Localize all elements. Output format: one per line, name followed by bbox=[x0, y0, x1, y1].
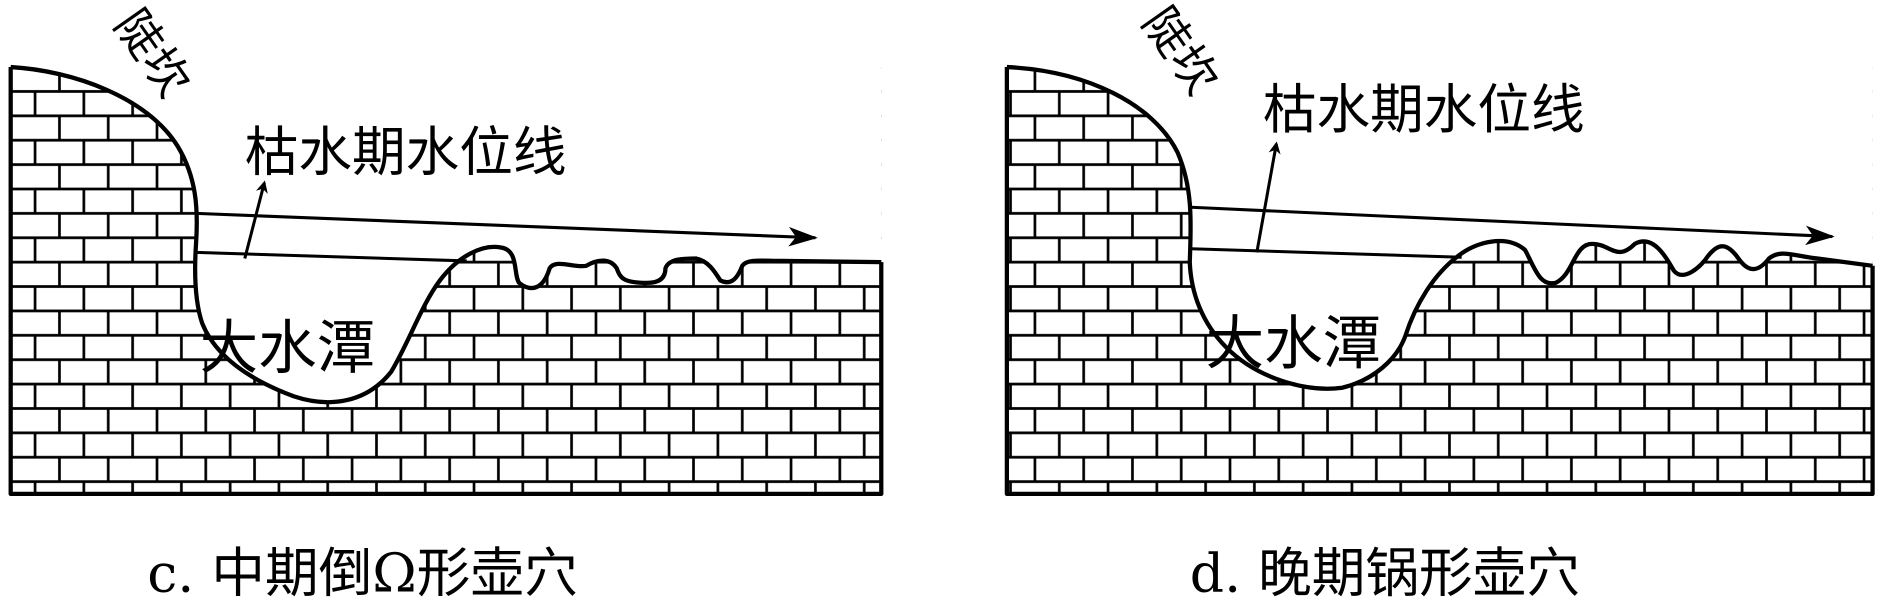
water-level-label: 枯水期水位线 bbox=[1263, 78, 1585, 141]
flow-direction-arrow bbox=[1190, 205, 1835, 246]
pool-label: 大水潭 bbox=[1206, 309, 1382, 377]
pool-label: 大水潭 bbox=[200, 314, 376, 382]
caption-c: c. 中期倒Ω形壶穴 bbox=[147, 541, 577, 604]
rock-block-border bbox=[8, 67, 884, 496]
flow-direction-arrow bbox=[195, 211, 818, 247]
panel-c: 陡坎 枯水期水位线 大水潭 c. 中期倒Ω形壶穴 bbox=[8, 0, 884, 604]
label-pointer-arrow bbox=[243, 180, 268, 259]
water-level-line bbox=[1190, 247, 1462, 259]
caption-d: d. 晚期锅形壶穴 bbox=[1190, 541, 1580, 604]
rock-surface-outline bbox=[10, 64, 882, 405]
eroded-cavity bbox=[10, 0, 882, 403]
rock-block-border bbox=[1004, 67, 1875, 496]
water-level-line bbox=[195, 250, 467, 263]
eroded-cavity bbox=[1006, 0, 1873, 389]
label-pointer-arrow bbox=[1255, 141, 1281, 253]
panel-d: 陡坎 枯水期水位线 大水潭 d. 晚期锅形壶穴 bbox=[1004, 0, 1875, 604]
water-level-label: 枯水期水位线 bbox=[245, 121, 567, 184]
rock-surface-outline bbox=[1006, 64, 1873, 391]
